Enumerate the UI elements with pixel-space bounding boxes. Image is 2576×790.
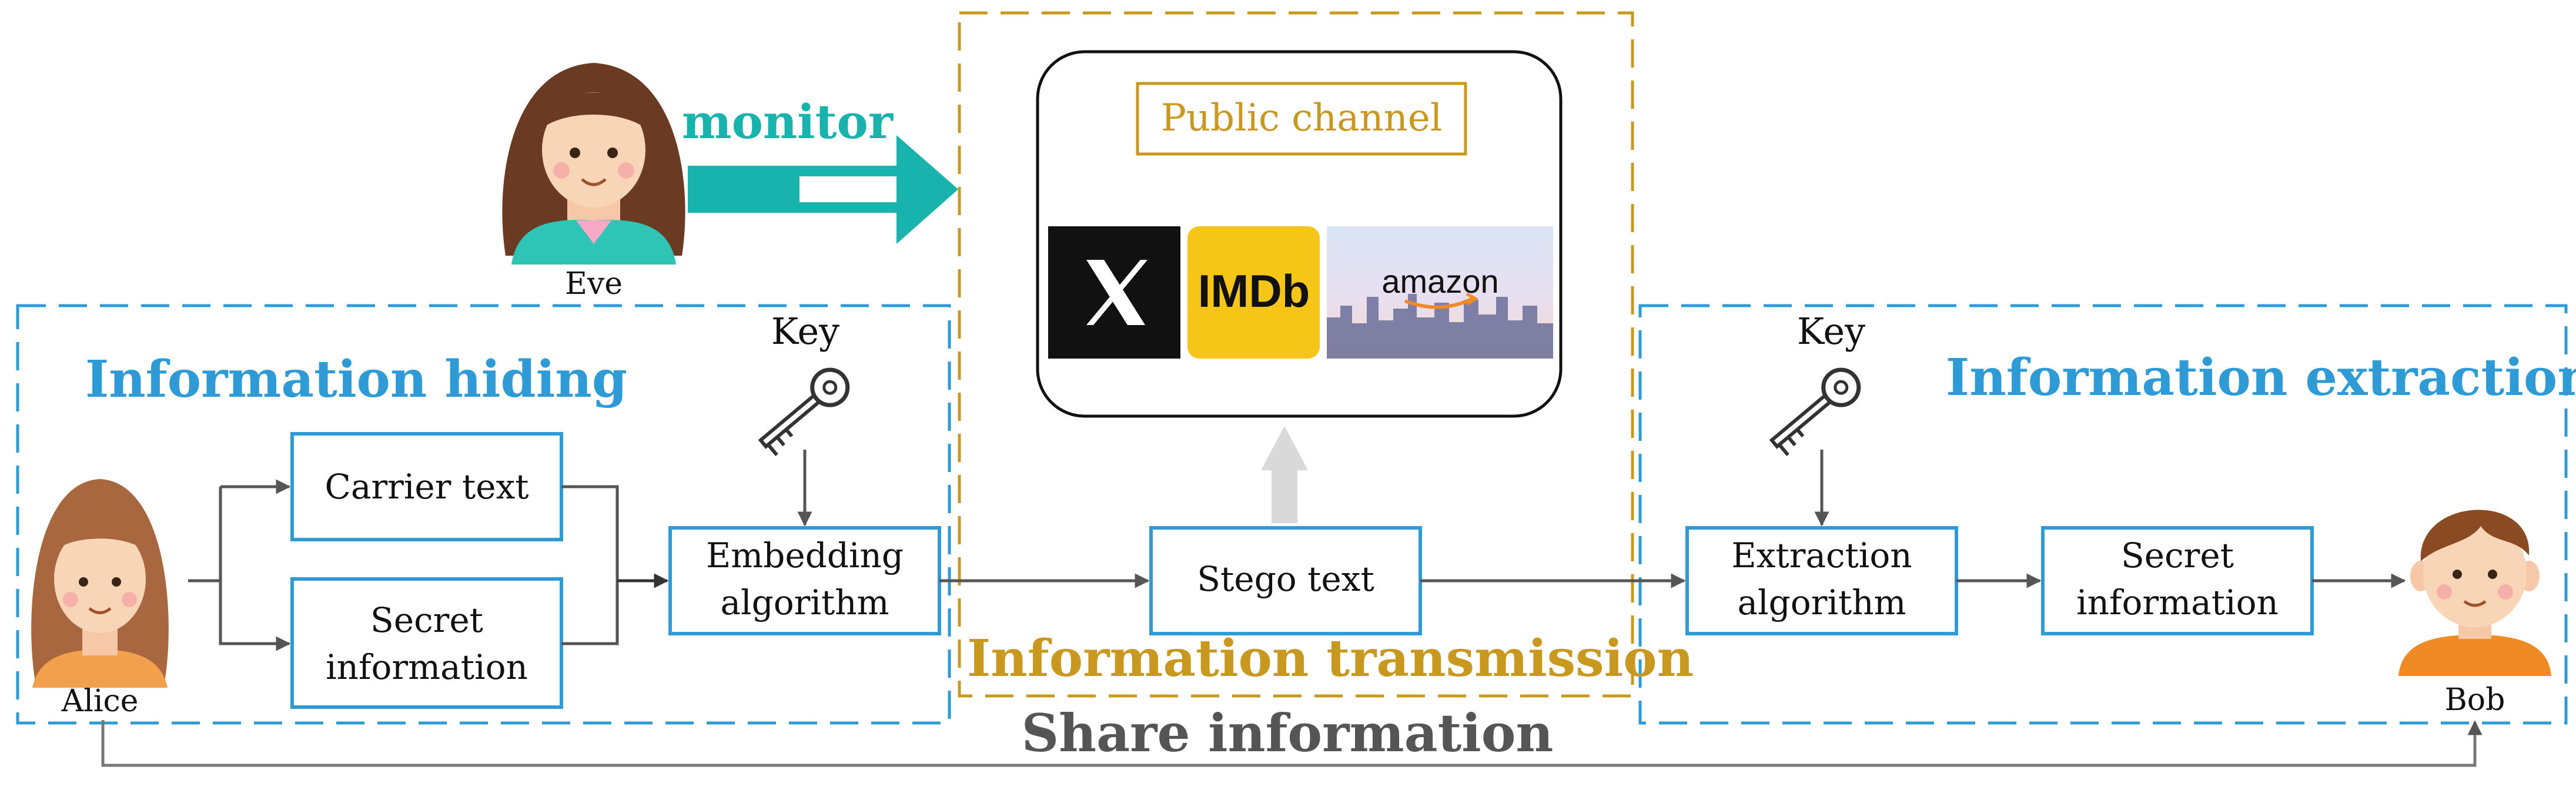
secret-info-left-line1: Secret — [370, 600, 483, 640]
share-information-label: Share information — [1022, 702, 1554, 764]
amazon-logo: amazon — [1327, 226, 1553, 359]
alice-label: Alice — [61, 684, 139, 719]
secret-info-right-box — [2041, 526, 2314, 635]
secret-info-right-line1: Secret — [2121, 535, 2234, 575]
transmission-frame — [958, 11, 1634, 698]
key-icon-left — [758, 367, 850, 456]
carrier-out-line — [561, 485, 619, 581]
monitor-arrow — [688, 135, 958, 244]
secret-info-left-line2: information — [326, 647, 528, 687]
connectors — [101, 450, 2483, 767]
imdb-logo: IMDb — [1187, 226, 1320, 359]
alice-branch-line — [188, 487, 222, 583]
embedding-line2: algorithm — [720, 583, 889, 622]
bob-avatar — [2398, 510, 2551, 676]
extraction-line2: algorithm — [1737, 583, 1906, 622]
eve-label: Eve — [565, 266, 623, 302]
branch-to-secret — [219, 581, 291, 651]
key-label-right: Key — [1797, 310, 1865, 353]
bob-label: Bob — [2445, 682, 2505, 718]
key-label-left: Key — [771, 310, 839, 353]
public-channel-title: Public channel — [1161, 96, 1442, 140]
upload-arrow — [1261, 426, 1308, 523]
section-title-hiding: Information hiding — [85, 350, 627, 409]
secret-info-right-line2: information — [2076, 583, 2279, 622]
x-logo: X — [1048, 226, 1180, 359]
carrier-text-box — [290, 432, 563, 541]
carrier-text-label: Carrier text — [324, 467, 528, 507]
embedding-algorithm-box — [668, 526, 941, 635]
eve-avatar — [502, 63, 685, 265]
extraction-frame — [1638, 304, 2568, 725]
stego-text-box — [1149, 526, 1422, 635]
extraction-line1: Extraction — [1731, 535, 1912, 575]
public-channel-title-box — [1136, 82, 1467, 156]
secret-info-left-box — [290, 577, 563, 709]
section-title-transmission: Information transmission — [967, 629, 1694, 688]
share-information-line — [101, 720, 2483, 767]
embedding-line1: Embedding — [706, 535, 904, 575]
hiding-frame — [16, 304, 951, 725]
monitor-label: monitor — [682, 94, 894, 149]
secret-out-line — [561, 581, 619, 645]
imdb-logo-text: IMDb — [1198, 265, 1310, 317]
extraction-algorithm-box — [1685, 526, 1958, 635]
section-title-extraction: Information extraction — [1946, 348, 2576, 407]
amazon-logo-text: amazon — [1381, 263, 1498, 300]
key-icon-right — [1769, 367, 1861, 456]
stego-text-label: Stego text — [1197, 559, 1374, 599]
alice-avatar — [31, 479, 169, 688]
